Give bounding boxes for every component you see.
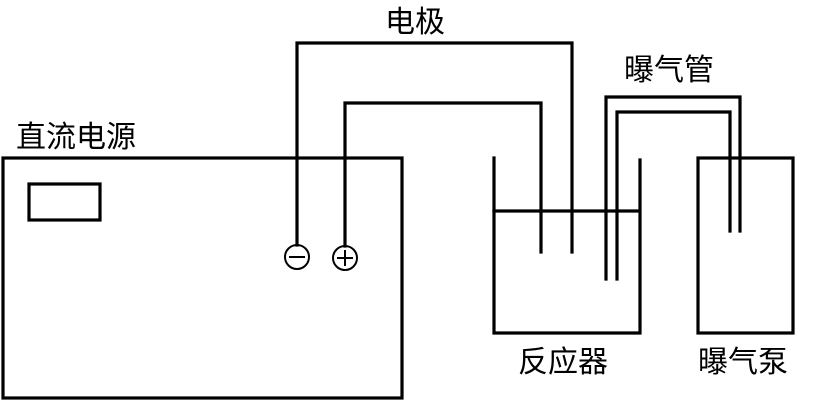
dc-power-label: 直流电源 xyxy=(16,120,136,155)
negative-terminal-icon xyxy=(284,244,310,270)
power-display xyxy=(27,182,102,222)
cathode-wire xyxy=(295,41,574,254)
anode-wire xyxy=(343,101,543,254)
aeration-pump-label: 曝气泵 xyxy=(698,345,788,380)
reactor-vessel xyxy=(492,156,642,335)
aeration-pump-box xyxy=(696,156,795,335)
aeration-tube-inner xyxy=(615,110,732,281)
positive-terminal-icon xyxy=(332,245,358,271)
dc-power-supply-box xyxy=(1,156,404,400)
aeration-tube-label: 曝气管 xyxy=(624,53,714,88)
reactor-label: 反应器 xyxy=(518,345,608,380)
electrode-label: 电极 xyxy=(385,5,445,40)
aeration-tube-outer xyxy=(604,95,742,281)
